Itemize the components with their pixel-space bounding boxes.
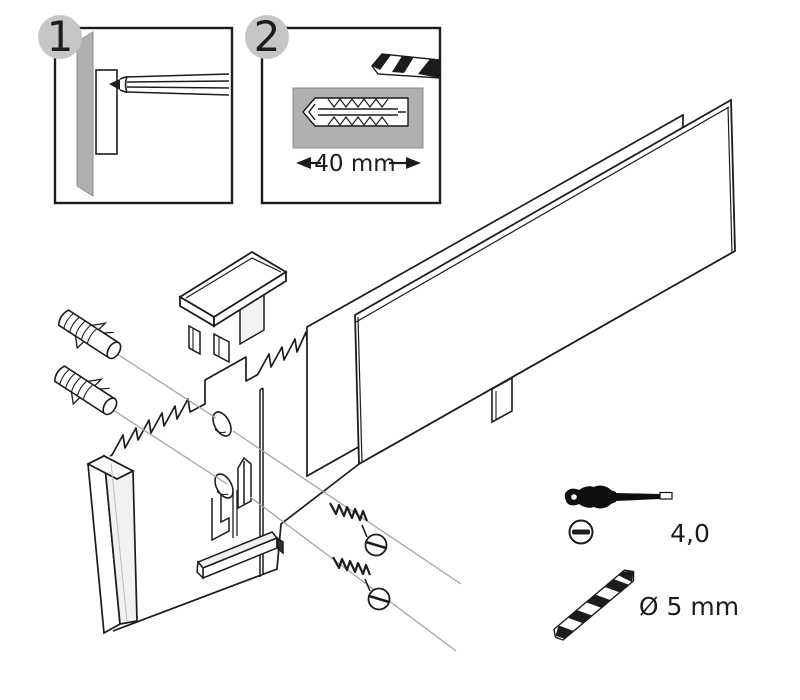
drill-stripe [418,59,440,78]
wall-plug-1 [57,309,122,360]
screwdriver-icon [564,485,673,509]
end-cap [178,250,288,364]
plug-mouth [102,397,118,416]
pencil-tip [109,79,120,90]
step1-badge [38,15,82,59]
rail-outline-mark [95,69,118,155]
plug-fin-top [90,322,108,331]
drill-bit-icon [553,569,635,641]
plug-mouth [106,341,122,360]
arrow-right-icon [406,157,421,169]
tool-legend: 4,0 Ø 5 mm [553,485,739,641]
drill-stripe [555,625,574,639]
exploded-assembly [53,98,736,652]
drill-bit-small-icon [371,53,441,79]
keyhole-slot-1 [212,411,232,437]
wall-plug-2 [53,365,118,416]
screw-slot [368,594,390,604]
cap-prong-2 [213,332,230,364]
keyhole-1-depth [214,428,227,433]
screw-thread [329,502,369,522]
step2-badge [245,15,289,59]
arrow-left-icon [296,157,311,169]
plug-ribs-bottom [327,116,389,126]
plug-body [302,97,409,127]
step1-number: 1 [47,12,74,61]
screwdriver-shaft [616,493,660,501]
screwdriver-handle [564,485,616,509]
screw-2 [332,556,391,611]
dimension-annotation: 40 mm [296,151,421,177]
cap-front-face [213,270,287,328]
front-panel-face [354,98,736,466]
drill-stripe [586,594,611,608]
plug-spike [103,331,114,334]
slot-symbol-bar [572,529,590,535]
leader-screw2 [249,496,457,652]
rail-slot-lines [232,490,238,538]
panel-hanger-tab [491,376,513,424]
drill-stripe [604,579,629,593]
cap-top-rim [185,257,282,299]
plug-fin-top [86,378,104,387]
screw-1 [329,502,388,557]
wall-strip [76,31,94,197]
ledge-left-cap [196,560,204,580]
rail-end-column [86,454,138,635]
ledge-right-cap [276,536,284,555]
step1-panel: 1 [38,12,234,205]
plug-spike [99,387,110,390]
pencil-body-lines [126,73,230,96]
rail-ledge [196,531,284,580]
screwdriver-tip [659,491,673,500]
pencil-icon [109,73,230,96]
wall-panel-front [354,98,736,466]
plug-fin-bottom [74,334,85,350]
drill-diameter-label: Ø 5 mm [639,592,739,621]
step2-panel: 40 mm 2 [245,12,442,205]
wall-plug-section-icon [302,97,409,127]
rail-toothed-edge [109,316,361,457]
leader-plug2 [109,407,228,485]
rail-hook-2 [237,456,252,510]
rail-hook-1 [211,494,230,542]
keyhole-slot-2 [214,473,234,499]
screwdriver-handle-dot [571,494,577,500]
plug-fin-bottom [70,390,81,406]
plug-ribs [63,312,98,344]
step2-number: 2 [254,12,281,61]
plug-ribs [59,368,94,400]
pencil-cone [119,75,128,94]
drill-tip [618,571,634,583]
end-column-top-face [86,455,135,480]
drill-stripe [567,609,593,624]
plug-ribs-top [327,98,389,108]
plug-body [53,365,116,415]
cap-prong-1 [188,324,201,356]
screw-thread [332,556,372,576]
slotted-head-icon [568,519,594,545]
screw-collar [364,578,371,592]
dimension-label: 40 mm [314,151,395,177]
end-column-shade-line [110,462,128,622]
leader-plug1 [113,351,217,419]
drill-stripe [372,54,391,70]
plug-chevron [308,103,316,121]
plug-channel [318,108,406,116]
screw-slot [365,540,387,550]
plug-body [57,309,120,359]
screw-collar [361,524,368,538]
drill-stripe [392,56,414,73]
screwdriver-size-label: 4,0 [670,519,710,548]
front-panel-thickness-lines [355,106,733,464]
